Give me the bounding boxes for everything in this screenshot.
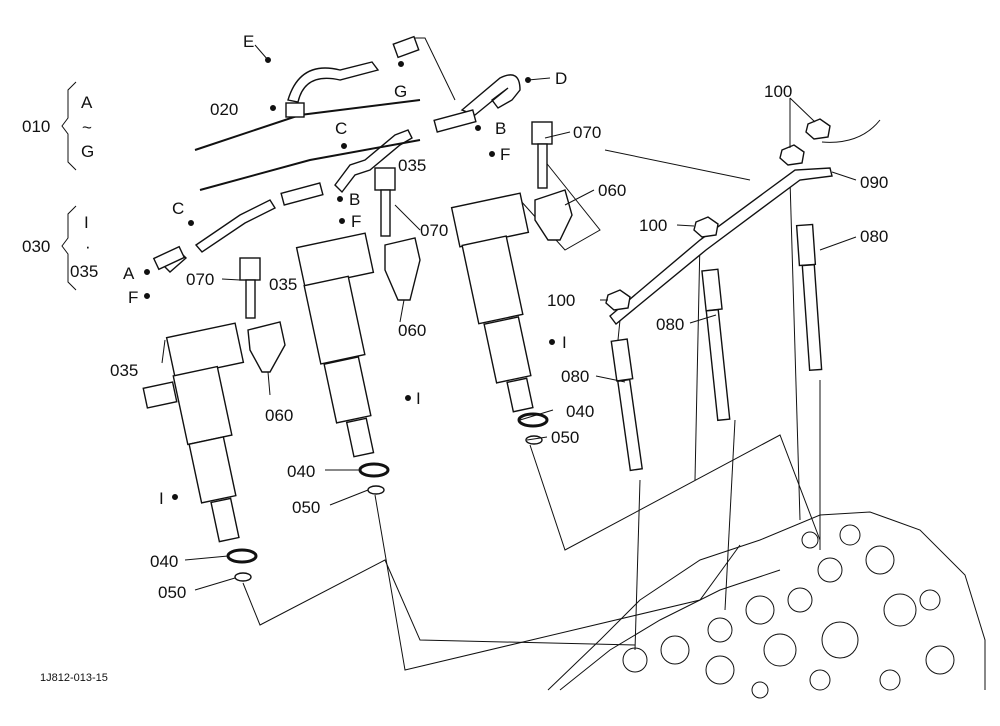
label-035-b: 035 bbox=[269, 275, 297, 294]
label-A: A bbox=[123, 264, 135, 283]
callout-leaders bbox=[144, 44, 857, 591]
group-bracket-010: 010 A ~ G bbox=[22, 81, 94, 171]
fittings bbox=[152, 35, 477, 271]
label-G: G bbox=[394, 82, 407, 101]
group-range-end-030: 035 bbox=[70, 262, 98, 281]
label-070-b: 070 bbox=[420, 221, 448, 240]
label-050-b: 050 bbox=[292, 498, 320, 517]
label-020: 020 bbox=[210, 100, 238, 119]
label-040-c: 040 bbox=[566, 402, 594, 421]
label-F-lower: F bbox=[128, 288, 138, 307]
label-080-right: 080 bbox=[860, 227, 888, 246]
injector-3 bbox=[450, 192, 534, 413]
label-035-a: 035 bbox=[110, 361, 138, 380]
clamp-060-b bbox=[384, 237, 421, 301]
group-code-030: 030 bbox=[22, 237, 50, 256]
label-080-middle: 080 bbox=[656, 315, 684, 334]
injector-1 bbox=[142, 322, 245, 543]
label-040-a: 040 bbox=[150, 552, 178, 571]
group-range-start-030: I bbox=[84, 213, 89, 232]
label-050-a: 050 bbox=[158, 583, 186, 602]
orings-washers bbox=[226, 412, 549, 582]
label-060-b: 060 bbox=[398, 321, 426, 340]
label-060-a: 060 bbox=[265, 406, 293, 425]
nuts-100 bbox=[605, 118, 831, 311]
lead-bar-090 bbox=[609, 167, 833, 326]
label-060-c: 060 bbox=[598, 181, 626, 200]
group-range-sym-030: · bbox=[85, 237, 91, 256]
label-C-lower: C bbox=[172, 199, 184, 218]
label-E: E bbox=[243, 32, 254, 51]
label-070-a: 070 bbox=[186, 270, 214, 289]
group-range-sym: ~ bbox=[82, 118, 92, 137]
label-I-2: I bbox=[416, 389, 421, 408]
label-035-c: 035 bbox=[398, 156, 426, 175]
label-F-upper: F bbox=[500, 145, 510, 164]
label-I-1: I bbox=[159, 489, 164, 508]
label-040-b: 040 bbox=[287, 462, 315, 481]
label-090: 090 bbox=[860, 173, 888, 192]
group-bracket-030: 030 I · 035 bbox=[22, 205, 98, 291]
label-C-upper: C bbox=[335, 119, 347, 138]
cylinder-head bbox=[547, 511, 986, 699]
bolts-070 bbox=[239, 121, 553, 319]
label-D: D bbox=[555, 69, 567, 88]
clamp-060-a bbox=[247, 321, 286, 373]
label-100-top: 100 bbox=[764, 82, 792, 101]
group-range-end: G bbox=[81, 142, 94, 161]
label-100-left: 100 bbox=[547, 291, 575, 310]
label-050-c: 050 bbox=[551, 428, 579, 447]
group-range-start: A bbox=[81, 93, 93, 112]
label-100-middle: 100 bbox=[639, 216, 667, 235]
group-code-010: 010 bbox=[22, 117, 50, 136]
label-F-middle: F bbox=[351, 212, 361, 231]
label-070-c: 070 bbox=[573, 123, 601, 142]
label-B-upper: B bbox=[495, 119, 506, 138]
label-I-3: I bbox=[562, 333, 567, 352]
label-B-lower: B bbox=[349, 190, 360, 209]
label-080-left: 080 bbox=[561, 367, 589, 386]
clamp-060-c bbox=[534, 189, 573, 241]
glow-plugs-080 bbox=[610, 223, 823, 472]
figure-code: 1J812-013-15 bbox=[40, 672, 108, 684]
lead-wire bbox=[821, 119, 881, 143]
assembly-leaders bbox=[242, 37, 821, 671]
callout-labels: E G D C C B B F F F A 020 070 070 070 03… bbox=[110, 32, 888, 602]
injector-2 bbox=[295, 232, 375, 458]
